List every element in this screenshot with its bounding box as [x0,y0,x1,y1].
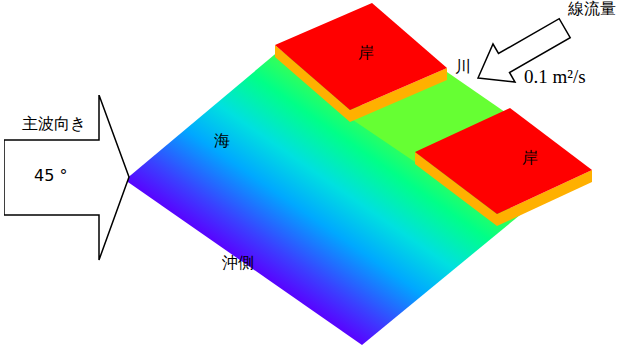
shore-block-outline [272,0,452,126]
shore-block-face [415,108,592,214]
arrow-heading: 主波向き [22,115,86,133]
shore-block: 岸 [412,105,597,230]
wave-direction-arrow: 主波向き 45 ° [4,95,134,261]
shore-label: 岸 [358,44,374,62]
wave-direction-arrow-face [4,95,129,260]
shore-block-face [275,3,447,110]
offshore-label: 沖側 [222,254,254,272]
river-label: 川 [455,58,471,76]
shore-label: 岸 [522,149,538,167]
shore-block: 岸 [272,0,452,126]
arrow-heading: 線流量 [568,0,616,18]
angle-value: 45 ° [34,167,67,185]
flow-rate-arrow: 線流量 0.1 m²/s [440,0,622,100]
sea-label: 海 [214,132,230,150]
shore-block-outline [412,105,597,230]
flow-rate-value: 0.1 m²/s [524,66,586,88]
